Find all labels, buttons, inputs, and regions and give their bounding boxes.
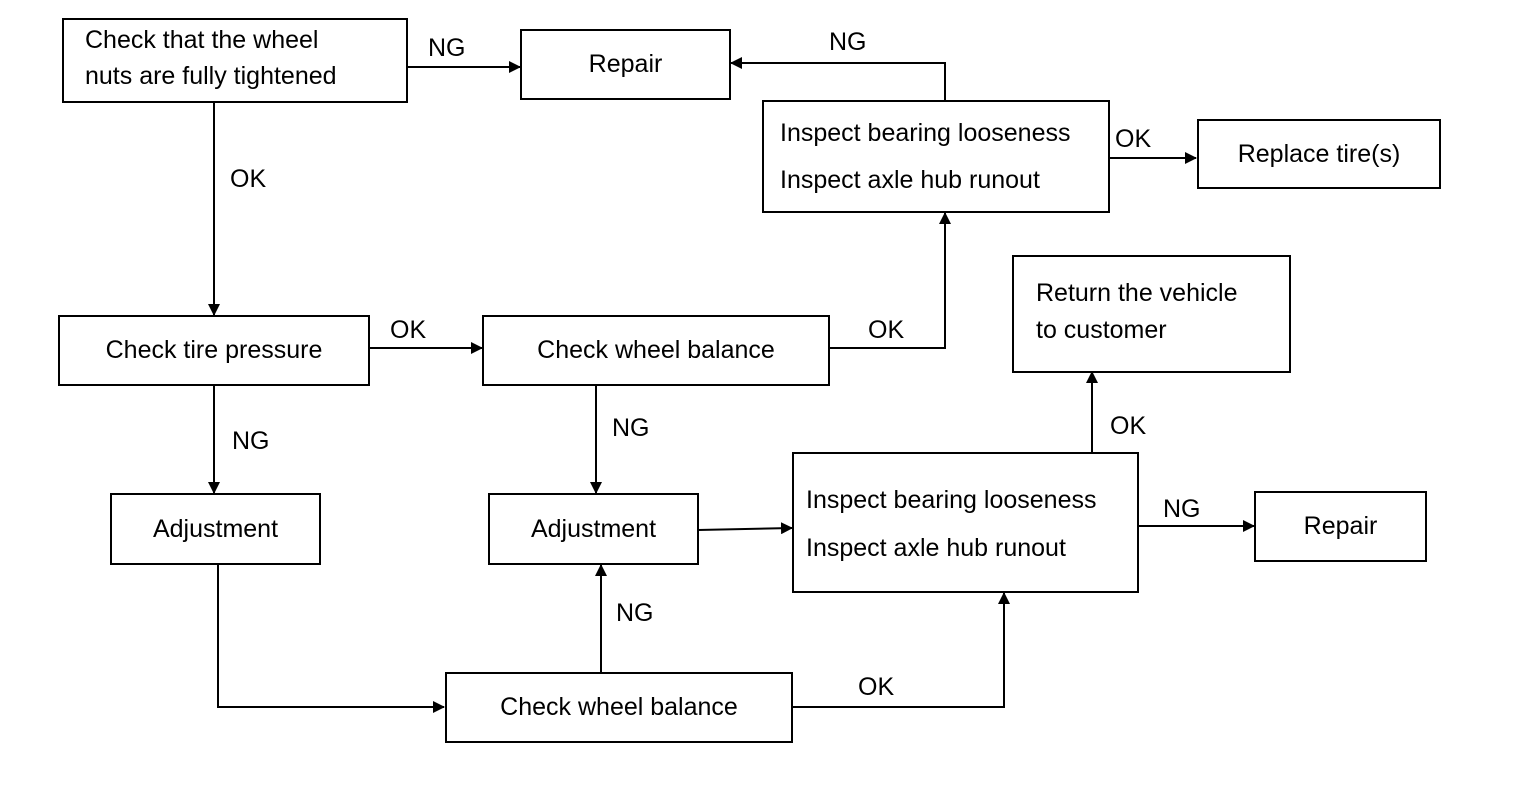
repair-top-label: Repair (588, 50, 663, 78)
edge-label-balance-to-inspect-top: OK (868, 316, 905, 344)
repair-bottom-box: Repair (1254, 491, 1427, 562)
adjustment-mid-box: Adjustment (488, 493, 699, 565)
edge-label-balance-to-adjust: NG (612, 414, 650, 442)
return-vehicle-line2: to customer (1036, 316, 1167, 344)
inspect-bottom-box: Inspect bearing looseness Inspect axle h… (792, 452, 1139, 593)
arrow-balance-to-inspect-top (829, 212, 951, 349)
check-wheel-balance-bottom-label: Check wheel balance (500, 693, 738, 721)
adjustment-left-label: Adjustment (152, 514, 279, 543)
check-wheel-balance-bottom-box: Check wheel balance (445, 672, 793, 743)
arrow-adjust-left-to-bottom-balance (217, 565, 445, 713)
edge-label-bottom-balance-to-inspect: OK (858, 673, 895, 701)
return-vehicle-line1: Return the vehicle (1036, 279, 1238, 307)
edge-label-nuts-to-repair: NG (428, 34, 466, 62)
edge-label-inspect-top-to-replace: OK (1115, 125, 1152, 153)
replace-tires-box: Replace tire(s) (1197, 119, 1441, 189)
edge-label-nuts-to-pressure: OK (230, 165, 267, 193)
edge-label-bottom-balance-to-adjust: NG (616, 599, 654, 627)
check-tire-pressure-box: Check tire pressure (58, 315, 370, 386)
repair-bottom-label: Repair (1303, 512, 1378, 540)
inspect-top-box: Inspect bearing looseness Inspect axle h… (762, 100, 1110, 213)
inspect-bottom-line1: Inspect bearing looseness (806, 486, 1097, 514)
arrow-bottom-balance-to-inspect-bottom (792, 592, 1010, 708)
check-wheel-balance-mid-box: Check wheel balance (482, 315, 830, 386)
replace-tires-label: Replace tire(s) (1237, 139, 1401, 168)
check-wheel-nuts-box: Check that the wheel nuts are fully tigh… (62, 18, 408, 103)
check-wheel-nuts-line2: nuts are fully tightened (85, 62, 337, 90)
check-tire-pressure-label: Check tire pressure (105, 336, 323, 364)
check-wheel-nuts-line1: Check that the wheel (85, 26, 319, 54)
edge-label-pressure-to-adjust: NG (232, 427, 270, 455)
edge-label-inspect-bottom-to-repair: NG (1163, 495, 1201, 523)
arrow-inspect-top-to-repair (730, 57, 946, 100)
edge-label-pressure-to-balance: OK (390, 316, 427, 344)
inspect-top-line1: Inspect bearing looseness (780, 119, 1071, 147)
adjustment-left-box: Adjustment (110, 493, 321, 565)
inspect-bottom-line2: Inspect axle hub runout (806, 534, 1066, 562)
adjustment-mid-label: Adjustment (530, 514, 657, 543)
edge-label-inspect-top-to-repair: NG (829, 28, 867, 56)
repair-top-box: Repair (520, 29, 731, 100)
arrow-adjust-mid-to-inspect-bottom (697, 522, 793, 535)
return-vehicle-box: Return the vehicle to customer (1012, 255, 1291, 373)
edge-label-inspect-bottom-to-return: OK (1110, 412, 1147, 440)
check-wheel-balance-mid-label: Check wheel balance (537, 336, 775, 364)
inspect-top-line2: Inspect axle hub runout (780, 166, 1040, 194)
